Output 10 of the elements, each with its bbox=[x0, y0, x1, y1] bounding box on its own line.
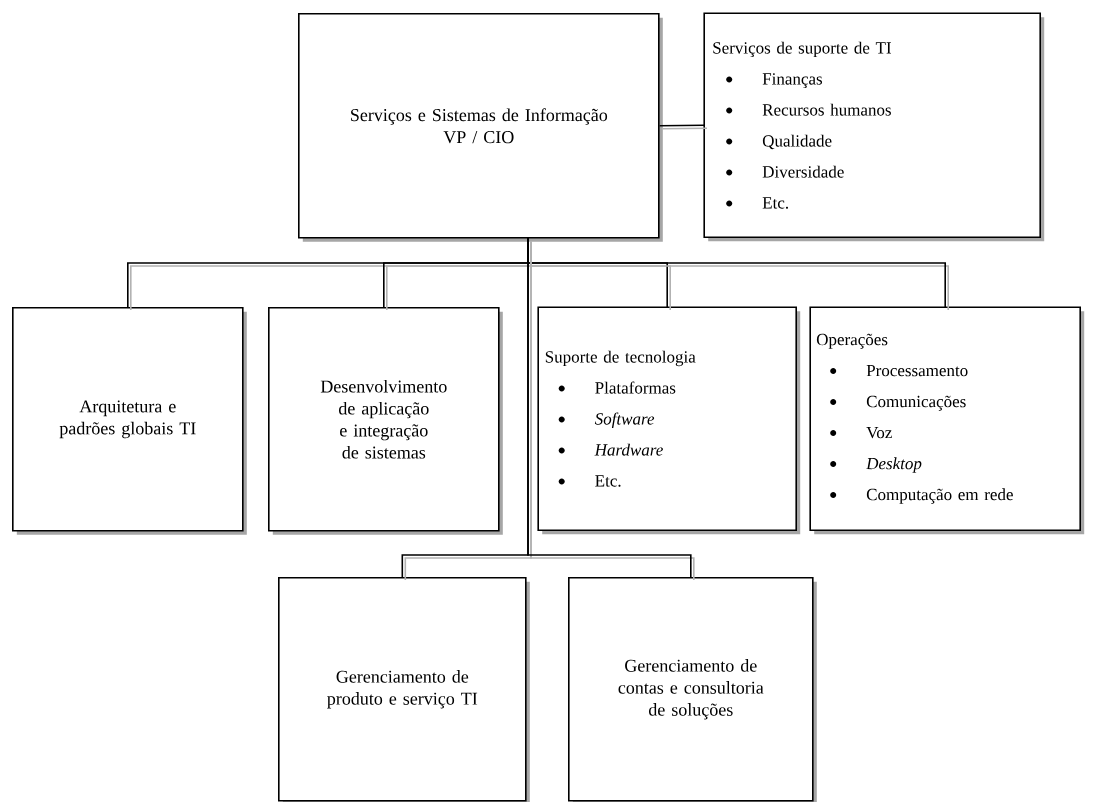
list-box: Suporte de tecnologia Plataformas Software Hardware Etc. bbox=[537, 306, 801, 535]
org-box: Serviços e Sistemas de Informação VP / CIO bbox=[298, 13, 663, 242]
list-box: Operações Processamento Comunicações Voz Desktop Computação em rede bbox=[809, 306, 1085, 535]
org-box: Arquitetura e padrões globais TI bbox=[12, 307, 247, 535]
org-box: Gerenciamento de produto e serviço TI bbox=[278, 577, 530, 802]
org-box: Desenvolvimento de aplicação e integração de sistemas bbox=[268, 307, 503, 535]
connector-line bbox=[527, 237, 695, 581]
list-box: Serviços de suporte de TI Finanças Recursos humanos Qualidade Diversidade Etc. bbox=[703, 12, 1045, 242]
org-box: Gerenciamento de contas e consultoria de soluções bbox=[568, 577, 817, 802]
connector-line bbox=[658, 124, 708, 130]
